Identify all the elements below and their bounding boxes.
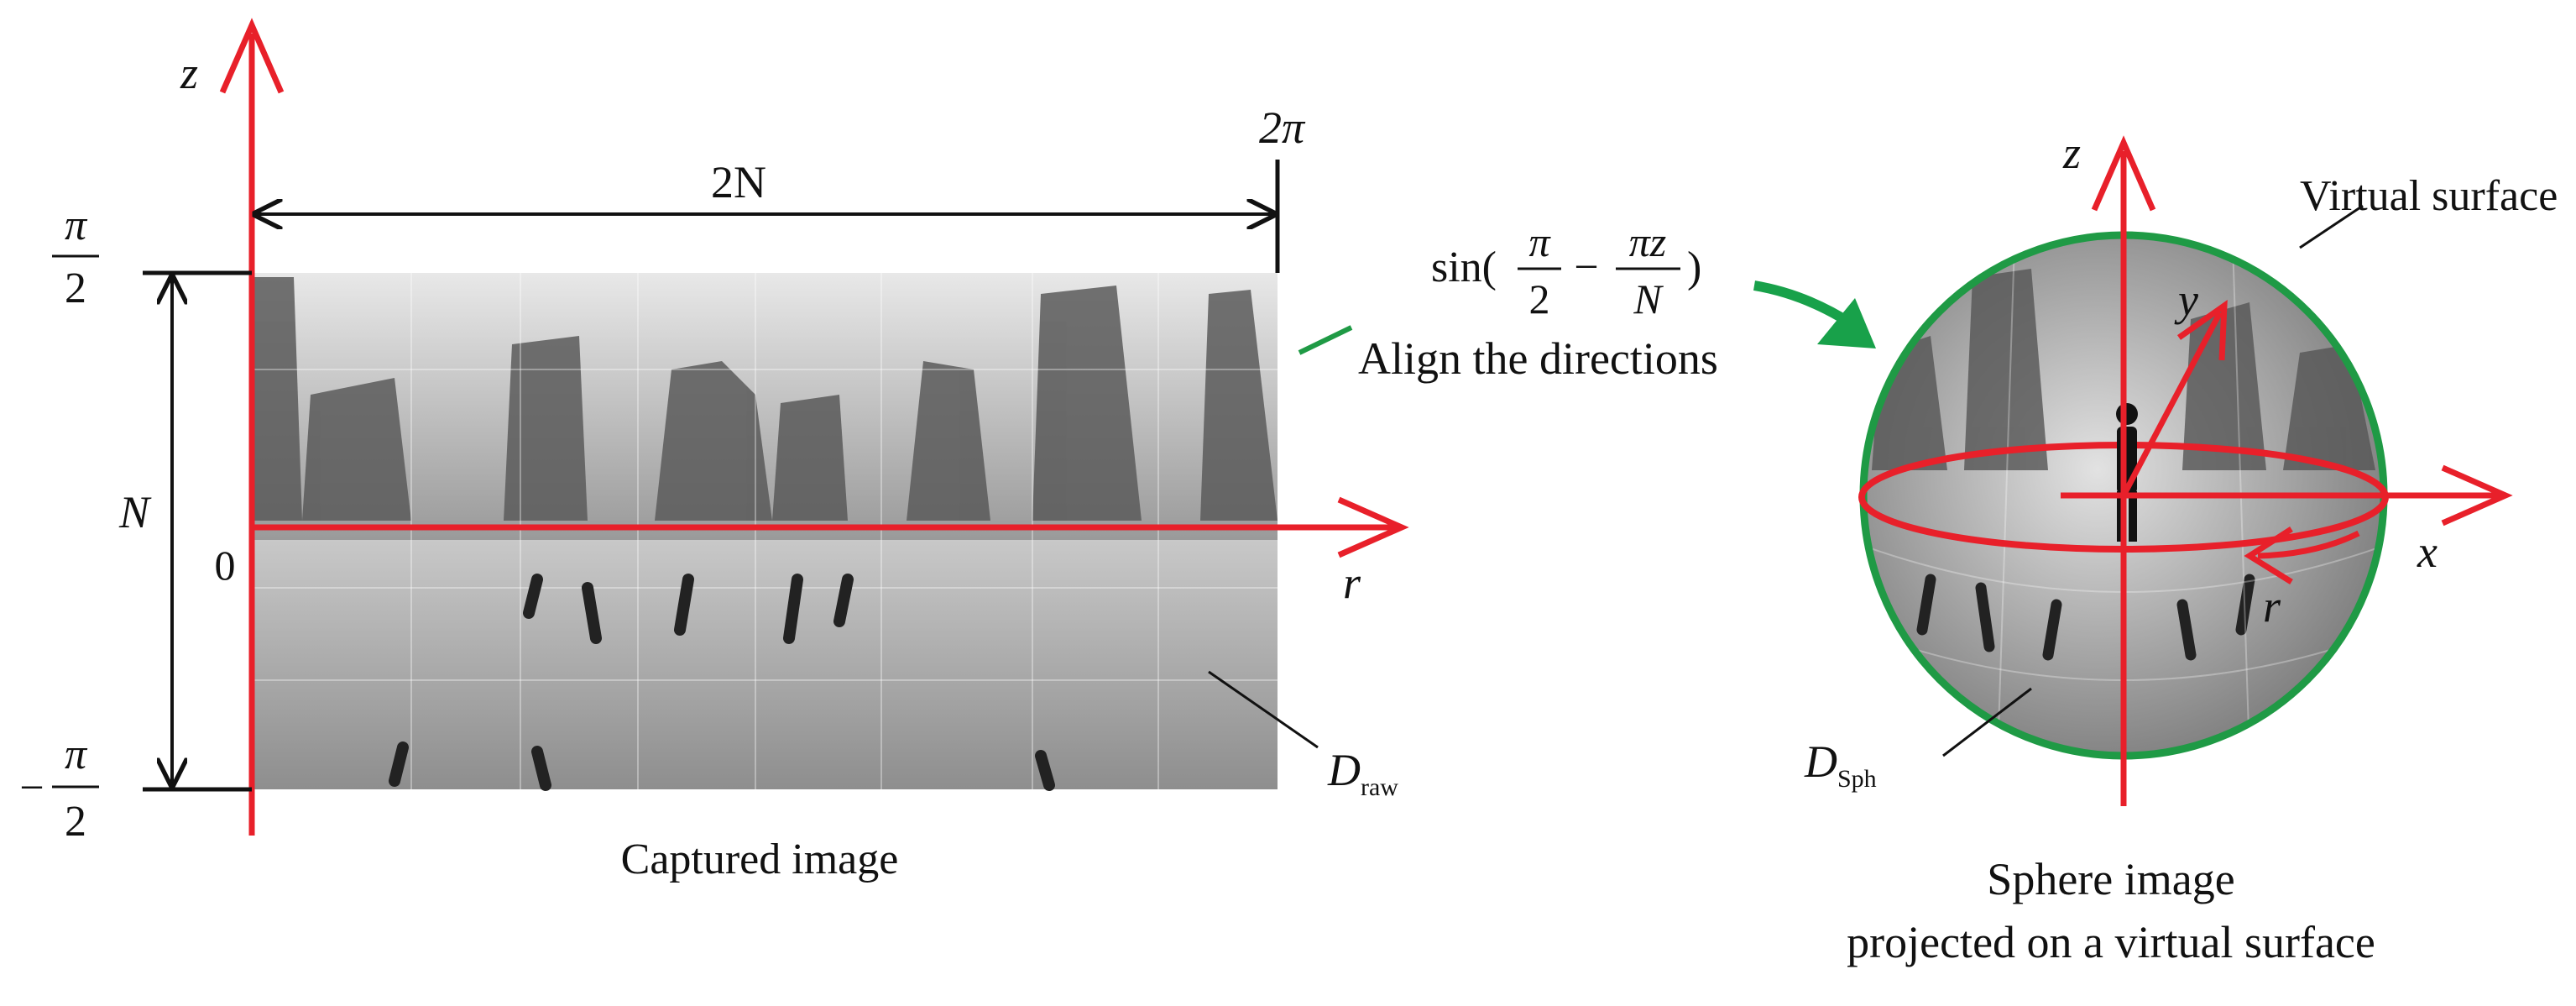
formula-close-paren: ) bbox=[1687, 244, 1701, 291]
origin-zero-label: 0 bbox=[215, 542, 236, 589]
sphere-caption-line1: Sphere image bbox=[1987, 854, 2234, 904]
align-arrow-head bbox=[1817, 298, 1876, 348]
formula-minus: − bbox=[1574, 244, 1598, 291]
r-axis-left-arrowhead bbox=[1337, 496, 1409, 558]
pi-bottom-denominator: 2 bbox=[65, 798, 86, 846]
pi-top-denominator: 2 bbox=[65, 265, 86, 312]
y-axis-right bbox=[2120, 311, 2223, 497]
virtual-surface-leader bbox=[2299, 204, 2364, 249]
panorama-ground bbox=[252, 540, 1278, 789]
sphere-caption-line2: projected on a virtual surface bbox=[1847, 917, 2375, 967]
d-raw-leader bbox=[1208, 670, 1319, 749]
y-label-right: y bbox=[2174, 275, 2198, 325]
d-sph-label: DSph bbox=[1804, 736, 1877, 793]
d-sph-sub: Sph bbox=[1837, 765, 1877, 793]
formula-sin-prefix: sin( bbox=[1431, 244, 1497, 291]
d-raw-label: Draw bbox=[1327, 745, 1398, 801]
align-directions-label: Align the directions bbox=[1358, 333, 1718, 384]
pi-bottom-numerator: π bbox=[65, 731, 88, 778]
x-axis-right-arrowhead bbox=[2441, 464, 2513, 527]
z-axis-left-arrowhead bbox=[219, 18, 285, 94]
n-label: N bbox=[118, 487, 152, 537]
r-arrow-right-head bbox=[2244, 527, 2293, 584]
r-label-left: r bbox=[1343, 558, 1361, 608]
d-sph-leader bbox=[1942, 687, 2032, 757]
two-pi-label: 2π bbox=[1259, 102, 1306, 153]
formula-frac2-denominator: N bbox=[1633, 275, 1664, 322]
formula-frac1-denominator: 2 bbox=[1529, 275, 1550, 322]
panorama-tile-seams bbox=[252, 273, 1278, 789]
neg-sign: − bbox=[19, 764, 44, 812]
d-raw-main: D bbox=[1327, 745, 1361, 795]
pi-top-numerator: π bbox=[65, 202, 88, 249]
x-label-right: x bbox=[2417, 527, 2438, 577]
two-n-label: 2N bbox=[711, 157, 766, 207]
d-sph-main: D bbox=[1804, 736, 1837, 787]
r-label-right: r bbox=[2263, 581, 2281, 631]
formula-frac2-numerator: πz bbox=[1629, 218, 1667, 265]
captured-image-caption: Captured image bbox=[621, 836, 899, 883]
z-label-right: z bbox=[2062, 128, 2081, 178]
z-axis-right-arrowhead bbox=[2091, 135, 2156, 212]
panorama-buildings bbox=[252, 277, 1278, 521]
d-raw-sub: raw bbox=[1361, 773, 1398, 801]
panorama-bollards bbox=[389, 574, 1055, 791]
align-leader-green bbox=[1298, 325, 1353, 355]
align-arrow-shaft bbox=[1753, 280, 1854, 328]
virtual-surface-label: Virtual surface bbox=[2300, 172, 2558, 220]
y-axis-right-arrowhead bbox=[2176, 300, 2228, 361]
captured-image-panorama bbox=[252, 273, 1278, 791]
formula-frac1-numerator: π bbox=[1528, 218, 1551, 265]
z-label-left: z bbox=[180, 48, 198, 98]
r-arrow-right bbox=[2257, 530, 2360, 559]
